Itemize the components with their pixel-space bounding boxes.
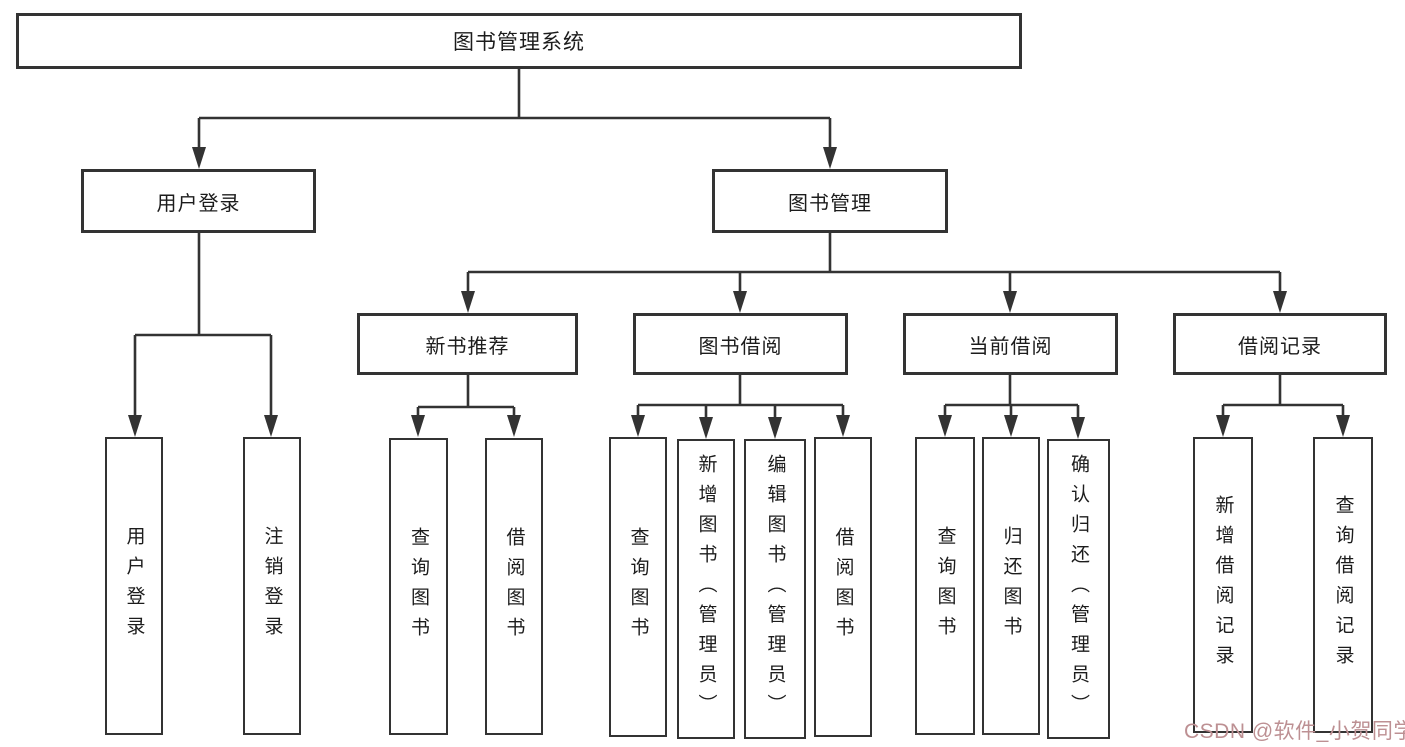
node-book-borrow: 图书借阅 — [633, 313, 848, 375]
node-user-login: 用户登录 — [81, 169, 316, 233]
leaf-confirm-return-admin: 确认归还（管理员） — [1047, 439, 1110, 739]
node-borrow-records: 借阅记录 — [1173, 313, 1387, 375]
node-root: 图书管理系统 — [16, 13, 1022, 69]
leaf-query-borrow-record: 查询借阅记录 — [1313, 437, 1373, 733]
leaf-logout: 注销登录 — [243, 437, 301, 735]
leaf-return-book: 归还图书 — [982, 437, 1040, 735]
leaf-add-book-admin: 新增图书（管理员） — [677, 439, 735, 739]
leaf-query-books-current: 查询图书 — [915, 437, 975, 735]
leaf-add-borrow-record: 新增借阅记录 — [1193, 437, 1253, 733]
leaf-borrow-books-recommend: 借阅图书 — [485, 438, 543, 735]
node-current-borrow: 当前借阅 — [903, 313, 1118, 375]
leaf-user-login: 用户登录 — [105, 437, 163, 735]
leaf-query-books-recommend: 查询图书 — [389, 438, 448, 735]
node-book-management: 图书管理 — [712, 169, 948, 233]
leaf-edit-book-admin: 编辑图书（管理员） — [744, 439, 806, 739]
leaf-query-books-borrow: 查询图书 — [609, 437, 667, 737]
leaf-borrow-books: 借阅图书 — [814, 437, 872, 737]
watermark: CSDN @软件_小贺同学 — [1184, 720, 1405, 743]
node-new-book-recommend: 新书推荐 — [357, 313, 578, 375]
